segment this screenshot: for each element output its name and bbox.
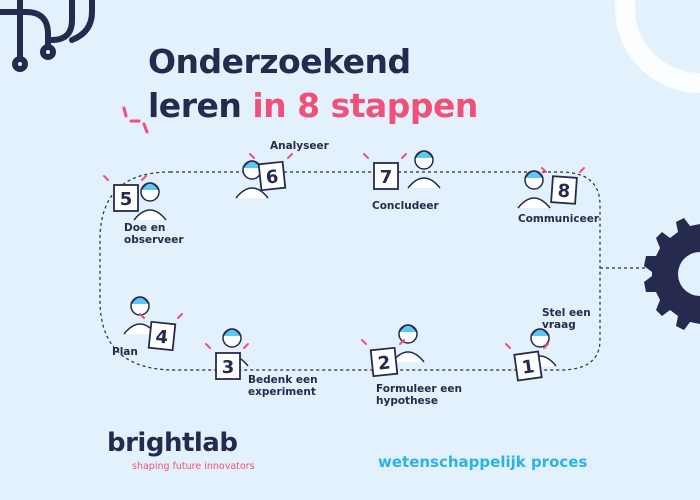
step-3-number: 3	[222, 357, 235, 378]
step-8-number: 8	[557, 181, 571, 203]
step-2-number: 2	[377, 352, 392, 374]
person-icon	[407, 150, 441, 189]
accent-ticks	[122, 106, 149, 134]
step-5-card: 5	[113, 184, 139, 212]
step-4-illustration: 4	[123, 296, 183, 352]
person-icon	[123, 296, 157, 335]
step-1-number: 1	[521, 356, 536, 379]
step-3-illustration: 3	[205, 328, 249, 380]
person-icon	[133, 182, 167, 221]
title-line-2-plain: leren	[148, 86, 242, 125]
ring-decoration	[615, 0, 700, 93]
step-1-card: 1	[513, 350, 543, 382]
process-loop	[99, 171, 601, 371]
step-4-card: 4	[147, 320, 177, 352]
step-8-label: Communiceer	[518, 213, 599, 225]
step-8-card: 8	[550, 175, 578, 205]
brand-tagline: shaping future innovators	[132, 461, 255, 472]
step-7-number: 7	[380, 167, 393, 188]
step-4-label: Plan	[112, 346, 138, 358]
process-label: wetenschappelijk proces	[378, 453, 588, 471]
brand-logo: brightlab	[107, 428, 238, 458]
step-7-card: 7	[373, 162, 399, 190]
step-6-label: Analyseer	[270, 140, 329, 152]
title-line-1: Onderzoekend	[148, 42, 411, 81]
step-4-number: 4	[155, 326, 170, 348]
step-7-label: Concludeer	[372, 200, 439, 212]
step-5-illustration: 5	[103, 175, 167, 221]
person-icon	[517, 170, 551, 209]
page-title: Onderzoekend leren in 8 stappen	[148, 40, 478, 128]
step-7-illustration: 7	[363, 150, 441, 190]
step-2-card: 2	[369, 346, 399, 378]
step-2-illustration: 2	[361, 324, 425, 378]
step-6-card: 6	[257, 160, 287, 192]
step-3-card: 3	[215, 352, 241, 380]
title-line-2-accent: in 8 stappen	[252, 86, 478, 125]
step-8-illustration: 8	[517, 167, 585, 209]
step-1-illustration: 1	[505, 328, 557, 382]
step-6-number: 6	[265, 166, 280, 188]
step-6-illustration: 6	[235, 153, 293, 199]
step-5-number: 5	[120, 189, 133, 210]
circuit-decoration	[0, 0, 95, 72]
gear-icon	[644, 218, 700, 330]
person-icon	[391, 324, 425, 363]
